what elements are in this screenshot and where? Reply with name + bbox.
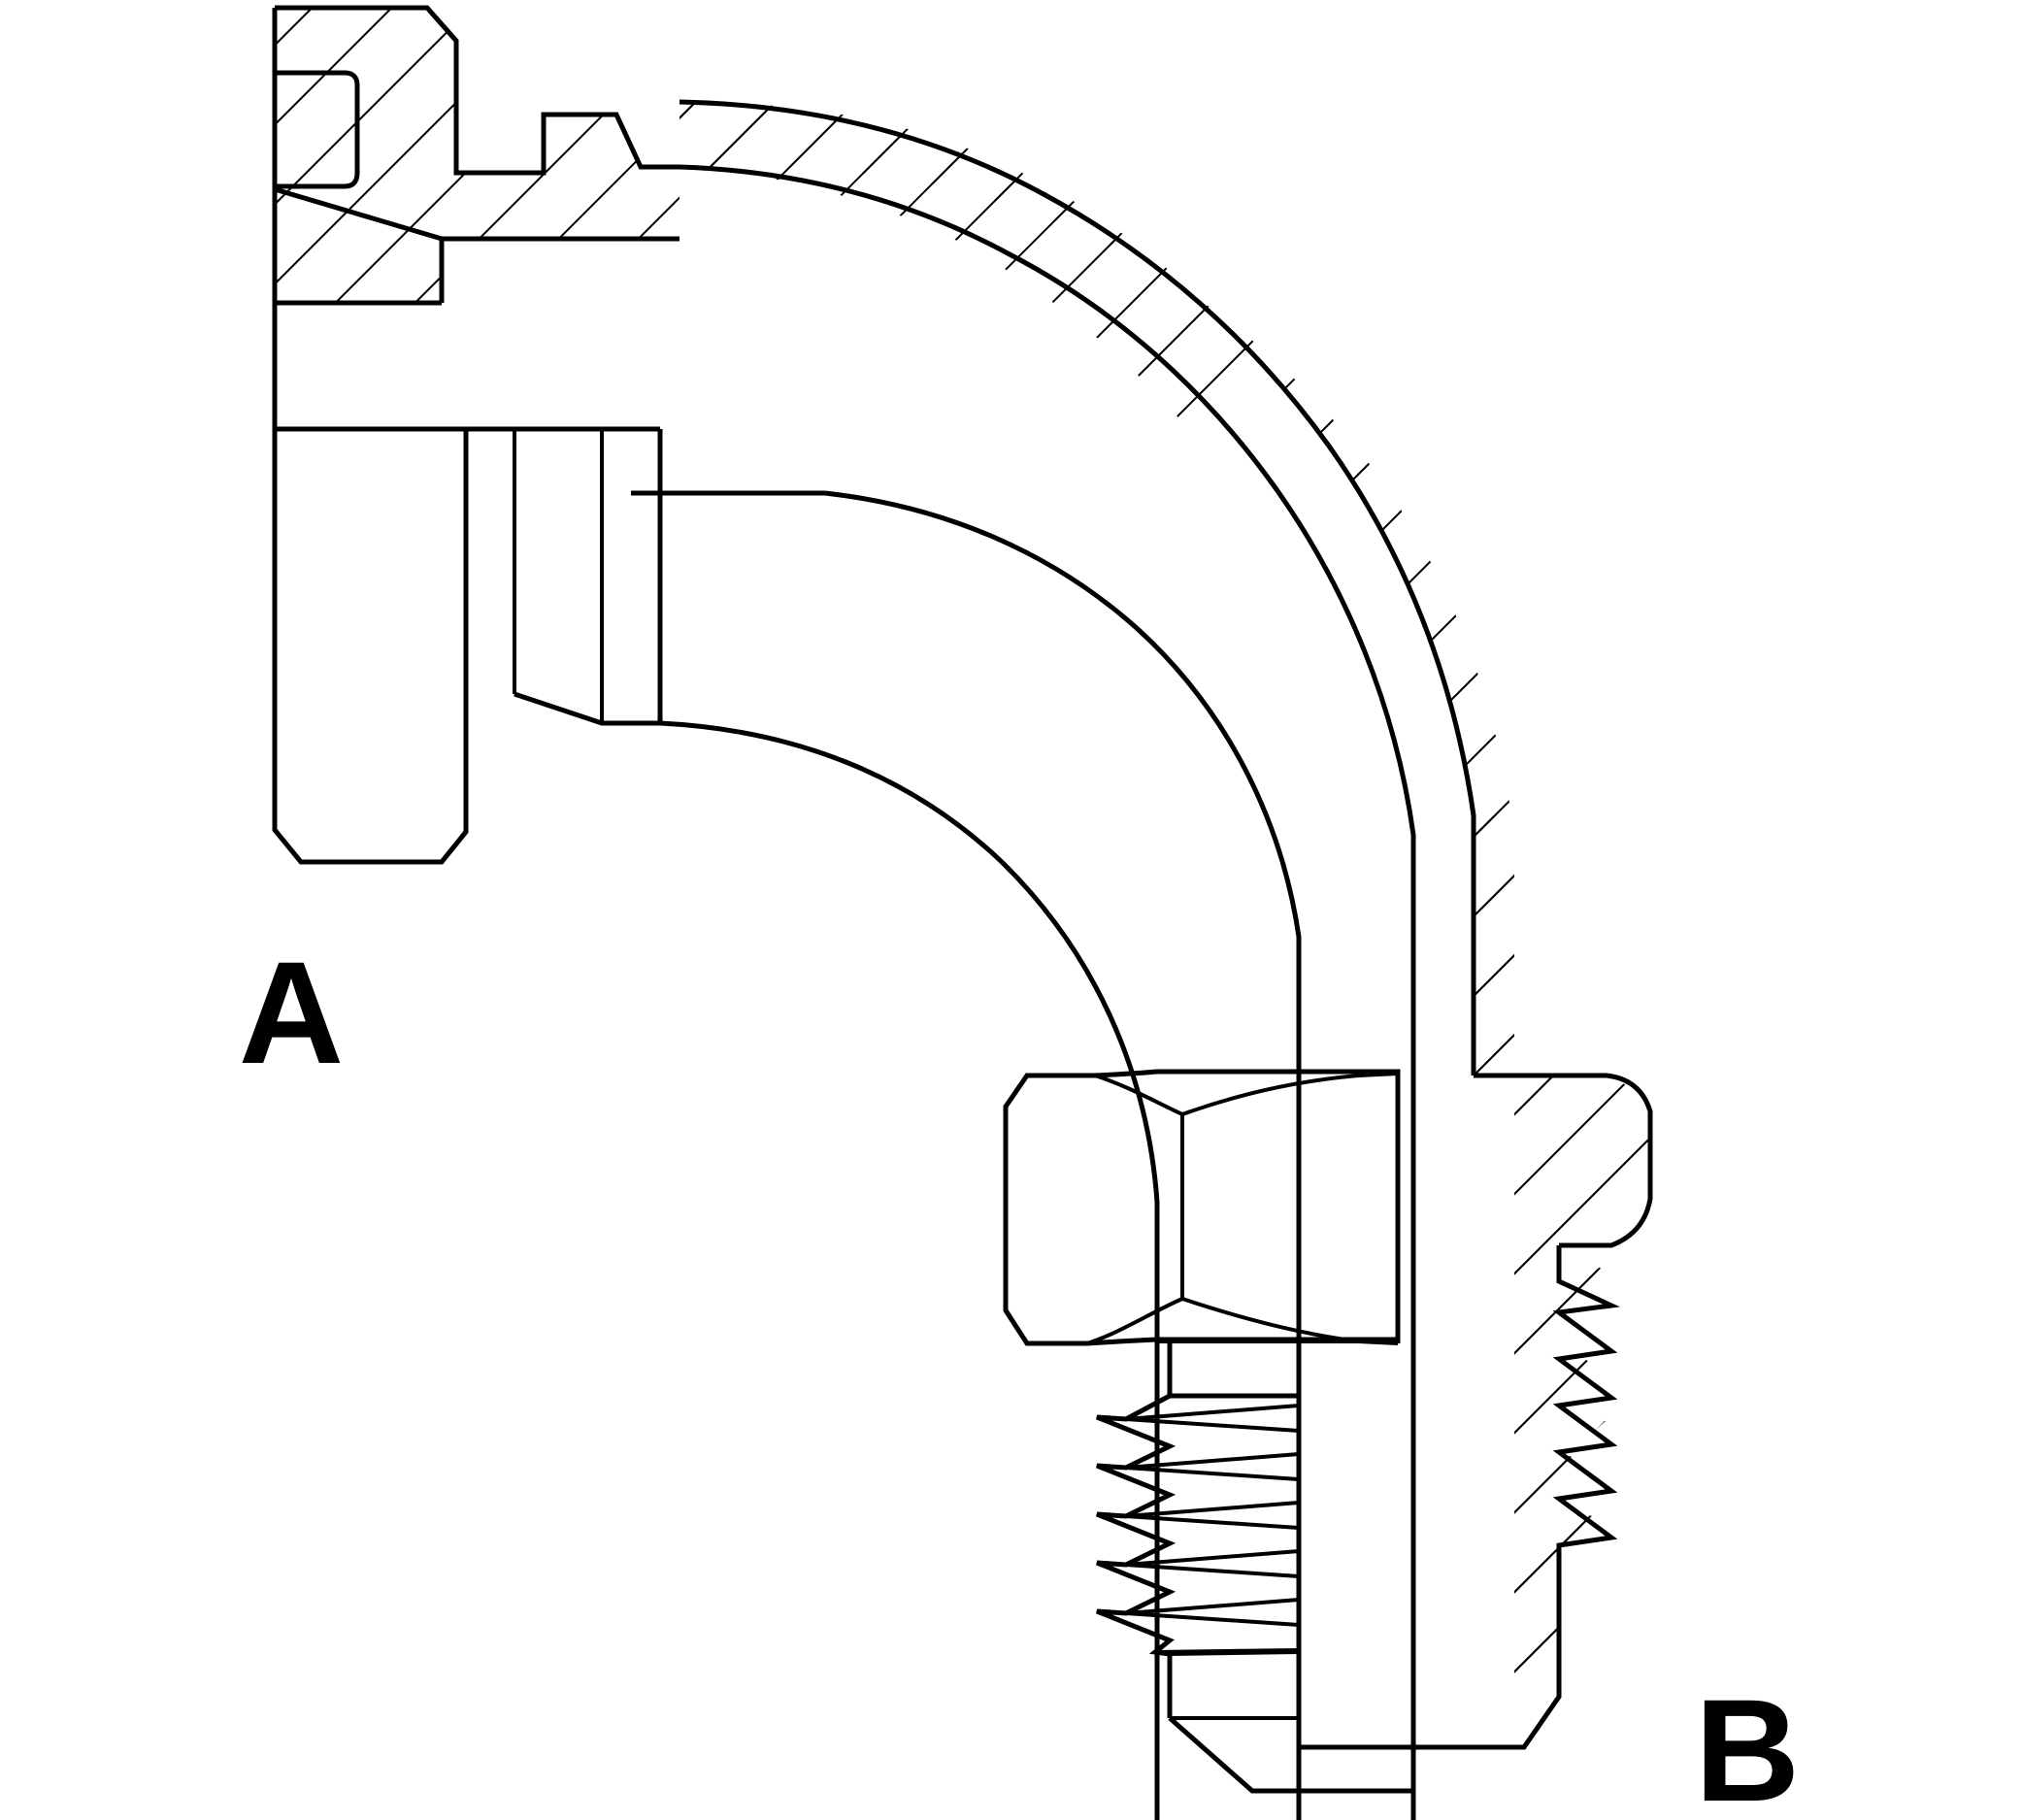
hex-nut-bottom-chamfer-left <box>1086 1297 1183 1345</box>
callout-label-a: A <box>239 931 344 1094</box>
male-thread-sawtooth-left <box>1096 1393 1177 1718</box>
hex-nut-top-chamfer-right <box>1181 1072 1399 1116</box>
flange-plate-outline <box>272 429 469 865</box>
callout-label-b: B <box>1695 1669 1800 1820</box>
hex-nut-top-chamfer-left <box>1094 1074 1183 1116</box>
b-end-hex-shoulder-right <box>1474 1073 1653 1248</box>
elbow-outer-profile-top <box>679 99 1476 1075</box>
b-end-thread-profile-right <box>1413 1245 1620 1750</box>
flange-upper-outline <box>275 5 680 176</box>
thread-runout-line <box>1169 1650 1300 1656</box>
flange-seal-slope <box>274 186 443 242</box>
elbow-bore-outer-curve <box>824 490 1302 1079</box>
elbow-bore-inner-curve <box>659 720 1160 1820</box>
o-ring-groove <box>275 70 360 189</box>
flange-neck-bottom-chamfer <box>514 691 660 726</box>
elbow-wall-inner-edge <box>679 164 1416 1075</box>
thread-helix-lines <box>1096 1404 1300 1654</box>
